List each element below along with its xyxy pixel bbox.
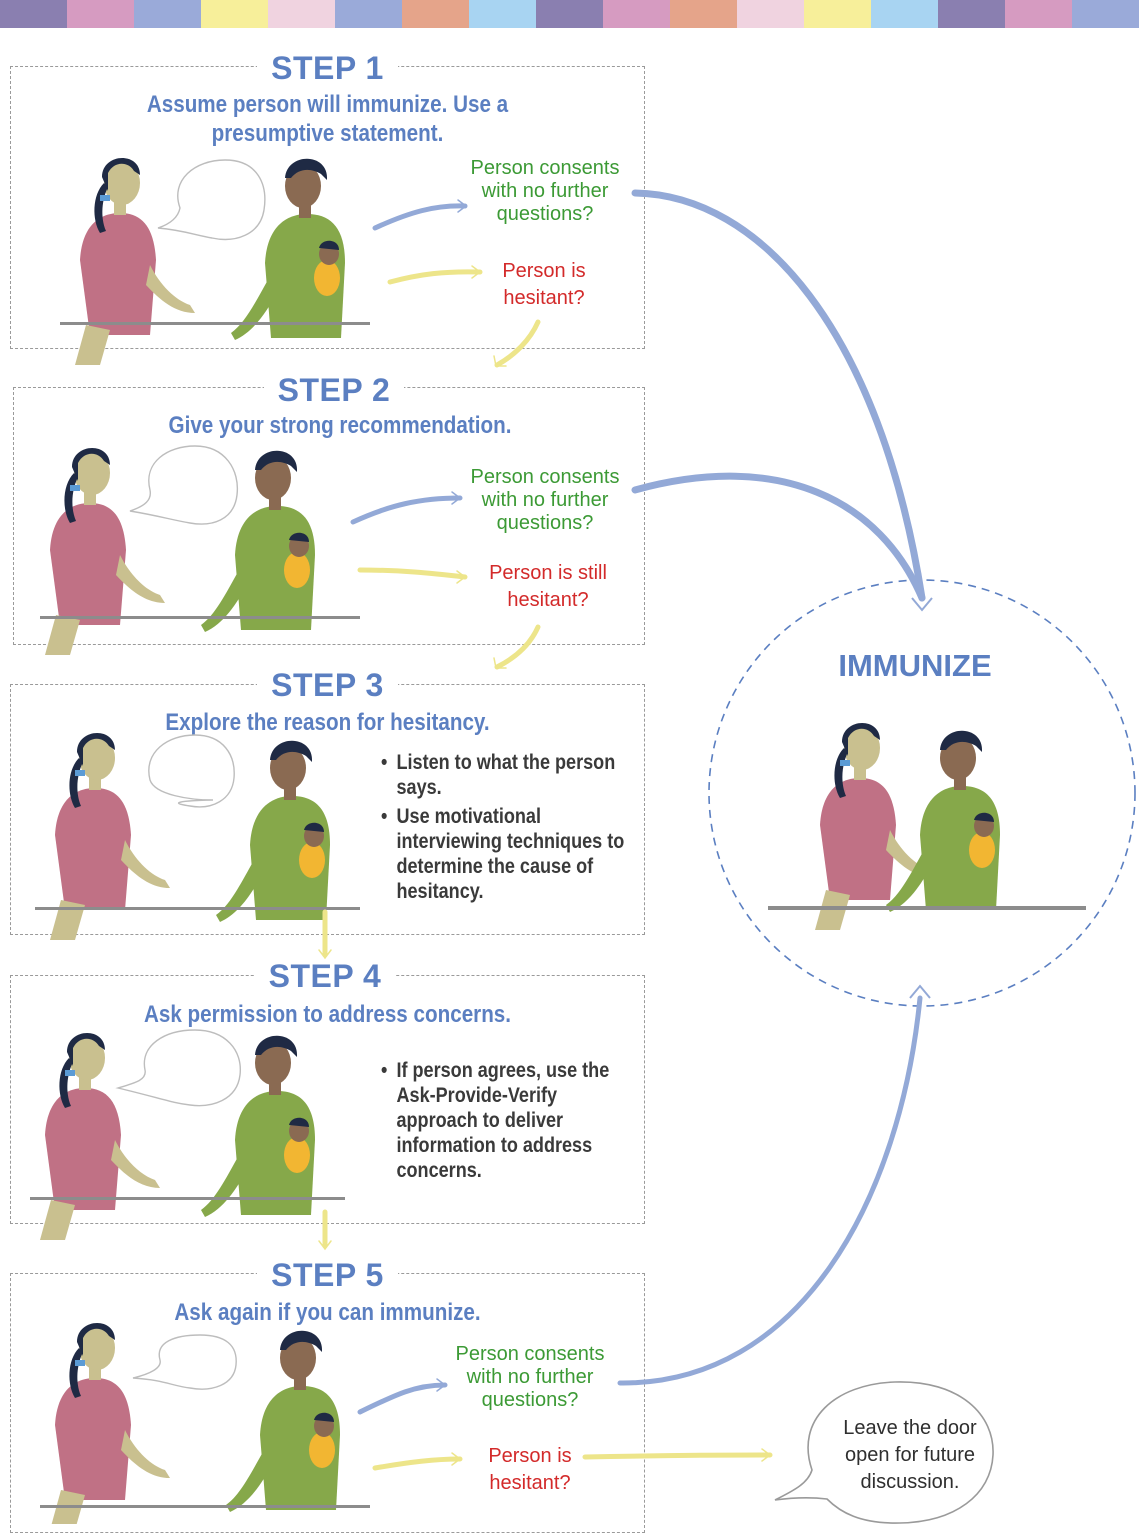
step-2-speech-bubble: [129, 445, 239, 525]
step-5-subtitle: Ask again if you can immunize.: [174, 1299, 481, 1326]
color-bar-segment: [268, 0, 335, 28]
step-4-title: STEP 4: [0, 958, 650, 995]
immunize-illustration: [768, 722, 1086, 930]
color-bar-segment: [670, 0, 737, 28]
color-bar-segment: [67, 0, 134, 28]
color-bar-segment: [469, 0, 536, 28]
step-2-subtitle: Give your strong recommendation.: [168, 412, 512, 439]
step-4-bullet-list: If person agrees, use the Ask-Provide-Ve…: [381, 1058, 639, 1187]
step-1-to-2-arrow: [494, 319, 541, 368]
step-3-speech-bubble: [148, 734, 235, 808]
step-2-illustration: [40, 447, 360, 655]
step-1-title: STEP 1: [0, 50, 655, 87]
step-1-consent-arrow: [372, 203, 468, 231]
step-3-bullet-list: Listen to what the person says. Use moti…: [381, 750, 630, 908]
immunize-arrowhead-bottom: [909, 984, 931, 999]
immunize-arrowhead-top: [911, 597, 933, 612]
step-4-subtitle: Ask permission to address concerns.: [143, 1001, 512, 1028]
color-bar-segment: [134, 0, 201, 28]
color-bar-segment: [335, 0, 402, 28]
step-1-subtitle-line1: Assume person will immunize. Use a: [146, 91, 509, 118]
color-bar-segment: [603, 0, 670, 28]
color-bar-segment: [804, 0, 871, 28]
step-3-title: STEP 3: [0, 667, 655, 704]
color-bar-segment: [0, 0, 67, 28]
step-2-title: STEP 2: [0, 372, 668, 409]
step-5-title: STEP 5: [0, 1257, 655, 1294]
immunize-circle: [708, 579, 1136, 1007]
step-3-illustration: [35, 732, 360, 940]
step-1-speech-bubble: [157, 159, 266, 241]
color-bar-segment: [201, 0, 268, 28]
step-3-subtitle: Explore the reason for hesitancy.: [165, 709, 490, 736]
color-bar-segment: [402, 0, 469, 28]
step-5-to-immunize-arrow: [617, 995, 923, 1386]
step-5-illustration: [40, 1322, 370, 1524]
step-5-hesitant-arrow: [372, 1456, 463, 1471]
immunize-title: IMMUNIZE: [838, 648, 992, 683]
step-5-speech-bubble: [132, 1334, 237, 1390]
color-bar-segment: [536, 0, 603, 28]
step-2-to-3-arrow: [494, 624, 541, 670]
step-1-hesitant-arrow: [387, 269, 483, 285]
top-color-bar: [0, 0, 1139, 28]
color-bar-segment: [871, 0, 938, 28]
step-1-to-immunize-arrow: [631, 189, 926, 602]
step-5-consent-arrow: [357, 1382, 448, 1415]
step-1-subtitle-line2: presumptive statement.: [211, 120, 444, 147]
step-3-bullet-2: Use motivational interviewing techniques…: [381, 804, 630, 904]
step-3-bullet-1: Listen to what the person says.: [381, 750, 630, 800]
step-4-illustration: [30, 1032, 345, 1240]
color-bar-segment: [737, 0, 804, 28]
step-4-speech-bubble: [115, 1029, 241, 1107]
step-4-bullet-1: If person agrees, use the Ask-Provide-Ve…: [381, 1058, 639, 1183]
color-bar-segment: [1005, 0, 1072, 28]
step-2-hesitant-arrow: [357, 567, 468, 580]
step-2-consent-arrow: [350, 495, 463, 525]
step-5-door-arrow: [582, 1452, 773, 1460]
color-bar-segment: [1072, 0, 1139, 28]
color-bar-segment: [938, 0, 1005, 28]
step-2-to-immunize-arrow: [631, 472, 926, 602]
step-1-illustration: [60, 157, 370, 365]
door-speech-bubble: [774, 1381, 994, 1524]
